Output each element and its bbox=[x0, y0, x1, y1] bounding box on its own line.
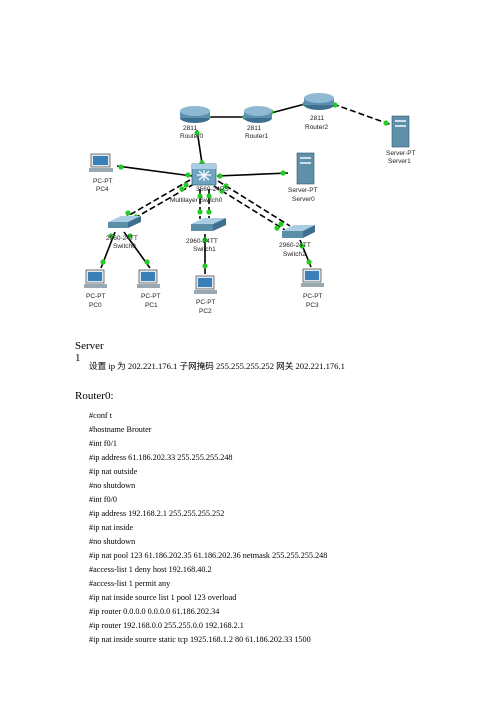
config-line: #no shutdown bbox=[89, 537, 136, 546]
router0-name: Router0 bbox=[180, 133, 204, 140]
config-line: #access-list 1 permit any bbox=[89, 579, 171, 588]
port-indicators bbox=[100, 101, 389, 269]
link-pc4-mls bbox=[116, 165, 193, 177]
server0-icon[interactable] bbox=[296, 152, 315, 185]
config-line: #int f0/1 bbox=[89, 439, 117, 448]
server1-name: Server1 bbox=[388, 158, 411, 165]
pc4-icon[interactable] bbox=[89, 153, 113, 172]
config-line: #conf t bbox=[89, 411, 112, 420]
router2-icon[interactable] bbox=[304, 93, 334, 110]
router2-name: Router2 bbox=[305, 124, 329, 131]
config-line: #int f0/0 bbox=[89, 495, 117, 504]
config-line: #hostname Brouter bbox=[89, 425, 152, 434]
router1-name: Router1 bbox=[245, 133, 269, 140]
mls-model: 3560-24PS bbox=[196, 186, 229, 193]
server1-ip-settings: 设置 ip 为 202.221.176.1 子网掩码 255.255.255.2… bbox=[89, 361, 345, 371]
router2-model: 2811 bbox=[310, 115, 324, 122]
switch2-name: Switch2 bbox=[283, 251, 306, 258]
config-line: #ip router 192.168.0.0 255.255.0.0 192.1… bbox=[89, 621, 244, 630]
config-line: #ip nat inside bbox=[89, 523, 134, 532]
mls-name: Multilayer Switch0 bbox=[170, 197, 223, 204]
pc2-icon[interactable] bbox=[194, 275, 217, 294]
switch1-name: Switch1 bbox=[193, 246, 216, 253]
config-line: #ip nat inside source static tcp 1925.16… bbox=[89, 635, 311, 644]
network-topology-diagram: 2811 Router0 2811 Router1 2811 Router2 S… bbox=[84, 93, 416, 315]
config-line: #ip nat pool 123 61.186.202.35 61.186.20… bbox=[89, 551, 328, 560]
pc1-name: PC1 bbox=[145, 302, 158, 309]
server1-heading: Server 1 bbox=[75, 340, 104, 364]
pc2-model: PC-PT bbox=[196, 299, 216, 306]
pc4-model: PC-PT bbox=[93, 178, 113, 185]
config-line: #ip address 192.168.2.1 255.255.255.252 bbox=[89, 509, 225, 518]
switch1-model: 2960-24TT bbox=[186, 238, 218, 245]
pc1-icon[interactable] bbox=[137, 269, 160, 288]
switch2-model: 2960-24TT bbox=[279, 242, 311, 249]
link-router1-router2 bbox=[270, 103, 306, 114]
config-line: #access-list 1 deny host 192.168.40.2 bbox=[89, 565, 212, 574]
switch1-icon[interactable] bbox=[191, 218, 226, 231]
switch2-icon[interactable] bbox=[282, 225, 315, 238]
server1-icon[interactable] bbox=[391, 115, 410, 148]
link-mls-switch0-b bbox=[125, 179, 191, 218]
link-mls-switch2-a bbox=[217, 180, 291, 227]
pc4-name: PC4 bbox=[96, 186, 109, 193]
link-mls-server0 bbox=[216, 172, 289, 177]
pc1-model: PC-PT bbox=[141, 293, 161, 300]
server0-model: Server-PT bbox=[288, 187, 318, 194]
config-line: #ip router 0.0.0.0 0.0.0.0 61.186.202.34 bbox=[89, 607, 220, 616]
config-line: #ip address 61.186.202.33 255.255.255.24… bbox=[89, 453, 233, 462]
server0-name: Server0 bbox=[292, 196, 315, 203]
server1-model: Server-PT bbox=[386, 150, 416, 157]
pc0-icon[interactable] bbox=[84, 269, 107, 288]
pc3-model: PC-PT bbox=[303, 293, 323, 300]
router1-icon[interactable] bbox=[244, 106, 272, 123]
multilayer-switch-icon[interactable] bbox=[191, 163, 217, 186]
link-mls-switch2-b bbox=[213, 185, 286, 231]
config-line: #ip nat outside bbox=[89, 467, 138, 476]
pc3-name: PC3 bbox=[306, 302, 319, 309]
router0-icon[interactable] bbox=[180, 106, 210, 123]
pc0-model: PC-PT bbox=[86, 293, 106, 300]
config-line: #no shutdown bbox=[89, 481, 136, 490]
switch0-icon[interactable] bbox=[108, 216, 141, 228]
config-line: #ip nat inside source list 1 pool 123 ov… bbox=[89, 593, 237, 602]
router0-heading: Router0: bbox=[75, 390, 114, 402]
pc2-name: PC2 bbox=[199, 308, 212, 315]
switch0-name: Switch0 bbox=[113, 243, 136, 250]
router1-model: 2811 bbox=[247, 125, 261, 132]
router0-model: 2811 bbox=[183, 125, 197, 132]
link-router2-server1 bbox=[332, 103, 393, 126]
switch0-model: 2960-24TT bbox=[106, 235, 138, 242]
pc3-icon[interactable] bbox=[301, 268, 324, 287]
pc0-name: PC0 bbox=[89, 302, 102, 309]
